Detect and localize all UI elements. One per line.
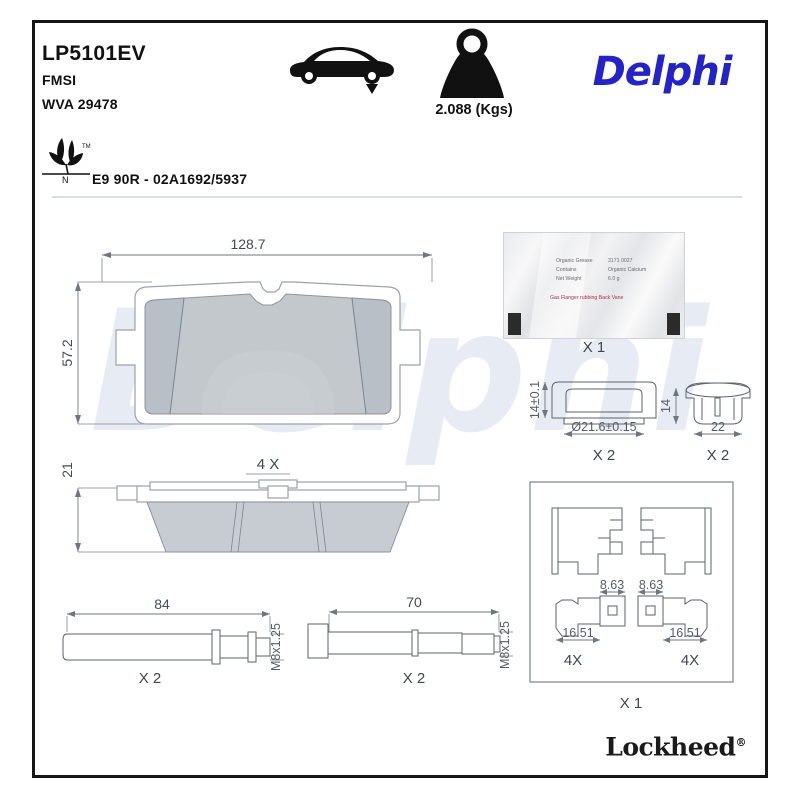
delphi-logo: Delphi [592, 49, 733, 95]
bush-side-view: 14 22 X 2 [659, 382, 751, 464]
sachet-sheen [527, 233, 593, 338]
clip-dim-b-left: 16.51 [562, 626, 593, 640]
clip-lower-left: 8.63 16.51 4X [555, 578, 626, 669]
pad-height-dimension: 57.2 [59, 339, 75, 366]
clip-upper-left [551, 507, 623, 575]
clip-kit-quantity: X 1 [620, 695, 643, 712]
sachet-text-block: Organic Grease 3171 0027 Contains Organic … [556, 257, 660, 284]
bolt-short-view: 70 M8x1.25 X 2 [307, 594, 513, 687]
grease-sachet-photo: Organic Grease 3171 0027 Contains Organic … [503, 232, 685, 339]
bush-side-height-dimension: 14 [659, 399, 673, 413]
bush-side-quantity: X 2 [707, 447, 730, 464]
bolt-long-length-dimension: 84 [154, 596, 170, 612]
clip-kit-group: 8.63 16.51 4X 8.63 [529, 481, 734, 712]
sachet-tab-right [667, 313, 680, 335]
bush-diameter-dimension: Ø21.6±0.15 [571, 420, 636, 434]
sachet-line3-label: Net Weight [556, 276, 582, 282]
header-divider [52, 196, 742, 198]
sachet-line2-value: Organic Calcium [608, 267, 647, 273]
bush-width-dimension: 22 [711, 420, 725, 434]
car-front-axle-icon [290, 47, 394, 94]
pad-top-view: 128.7 57.2 4 X [59, 236, 433, 475]
bolt-long-view: 84 M8x1.25 X 2 [62, 596, 284, 687]
clip-upper-right [640, 507, 712, 575]
clip-dim-a-right: 8.63 [639, 578, 663, 592]
sachet-warning-text: Gas Flanger rubbing Back Vane [550, 295, 624, 301]
clip-dim-b-right: 16.51 [669, 626, 700, 640]
bolt-short-thread-dimension: M8x1.25 [498, 621, 512, 669]
lockheed-logo: Lockheed® [596, 726, 747, 762]
wva-code: WVA 29478 [42, 96, 118, 112]
lockheed-wordmark: Lockheed [605, 732, 736, 762]
pad-side-view: 21 [59, 462, 440, 553]
header: LP5101EV FMSI WVA 29478 TM N E9 90R - 02… [32, 20, 762, 196]
sachet-line3-value: 6.0 g [608, 276, 620, 282]
eco-leaf-n-mark-icon: TM N [42, 138, 91, 185]
bolt-short-quantity: X 2 [403, 670, 426, 687]
weight-value: 2.088 (Kgs) [435, 102, 513, 118]
ece-approval-code: E9 90R - 02A1692/5937 [92, 171, 248, 187]
sachet-line2-label: Contains [556, 267, 577, 273]
clip-lower-right: 8.63 16.51 4X [637, 578, 708, 669]
bolt-long-thread-dimension: M8x1.25 [269, 623, 283, 671]
pad-thickness-dimension: 21 [59, 462, 75, 478]
sachet-line1-label: Organic Grease [556, 258, 593, 264]
registered-mark: ® [735, 736, 747, 749]
sachet-tab-left [508, 313, 521, 335]
part-number: LP5101EV [42, 42, 146, 65]
pad-width-dimension: 128.7 [230, 236, 265, 252]
svg-text:N: N [62, 175, 69, 185]
clip-dim-a-left: 8.63 [600, 578, 624, 592]
bush-front-view: 14±0.1 Ø21.6±0.15 X 2 [528, 381, 657, 464]
bolt-short-length-dimension: 70 [406, 594, 422, 610]
bolt-long-quantity: X 2 [139, 670, 162, 687]
technical-drawings: 128.7 57.2 4 X [32, 20, 762, 772]
sachet-quantity: X 1 [583, 339, 606, 356]
bush-front-quantity: X 2 [593, 447, 616, 464]
bush-height-dimension: 14±0.1 [528, 381, 542, 419]
fmsi-label: FMSI [42, 72, 77, 88]
pad-quantity-label: 4 X [257, 456, 280, 473]
weight-kettlebell-icon [440, 28, 504, 98]
clip-quantity-left: 4X [564, 652, 582, 669]
clip-quantity-right: 4X [681, 652, 699, 669]
sachet-line1-value: 3171 0027 [608, 258, 633, 264]
sheet-border [32, 20, 768, 778]
svg-text:TM: TM [82, 144, 91, 150]
